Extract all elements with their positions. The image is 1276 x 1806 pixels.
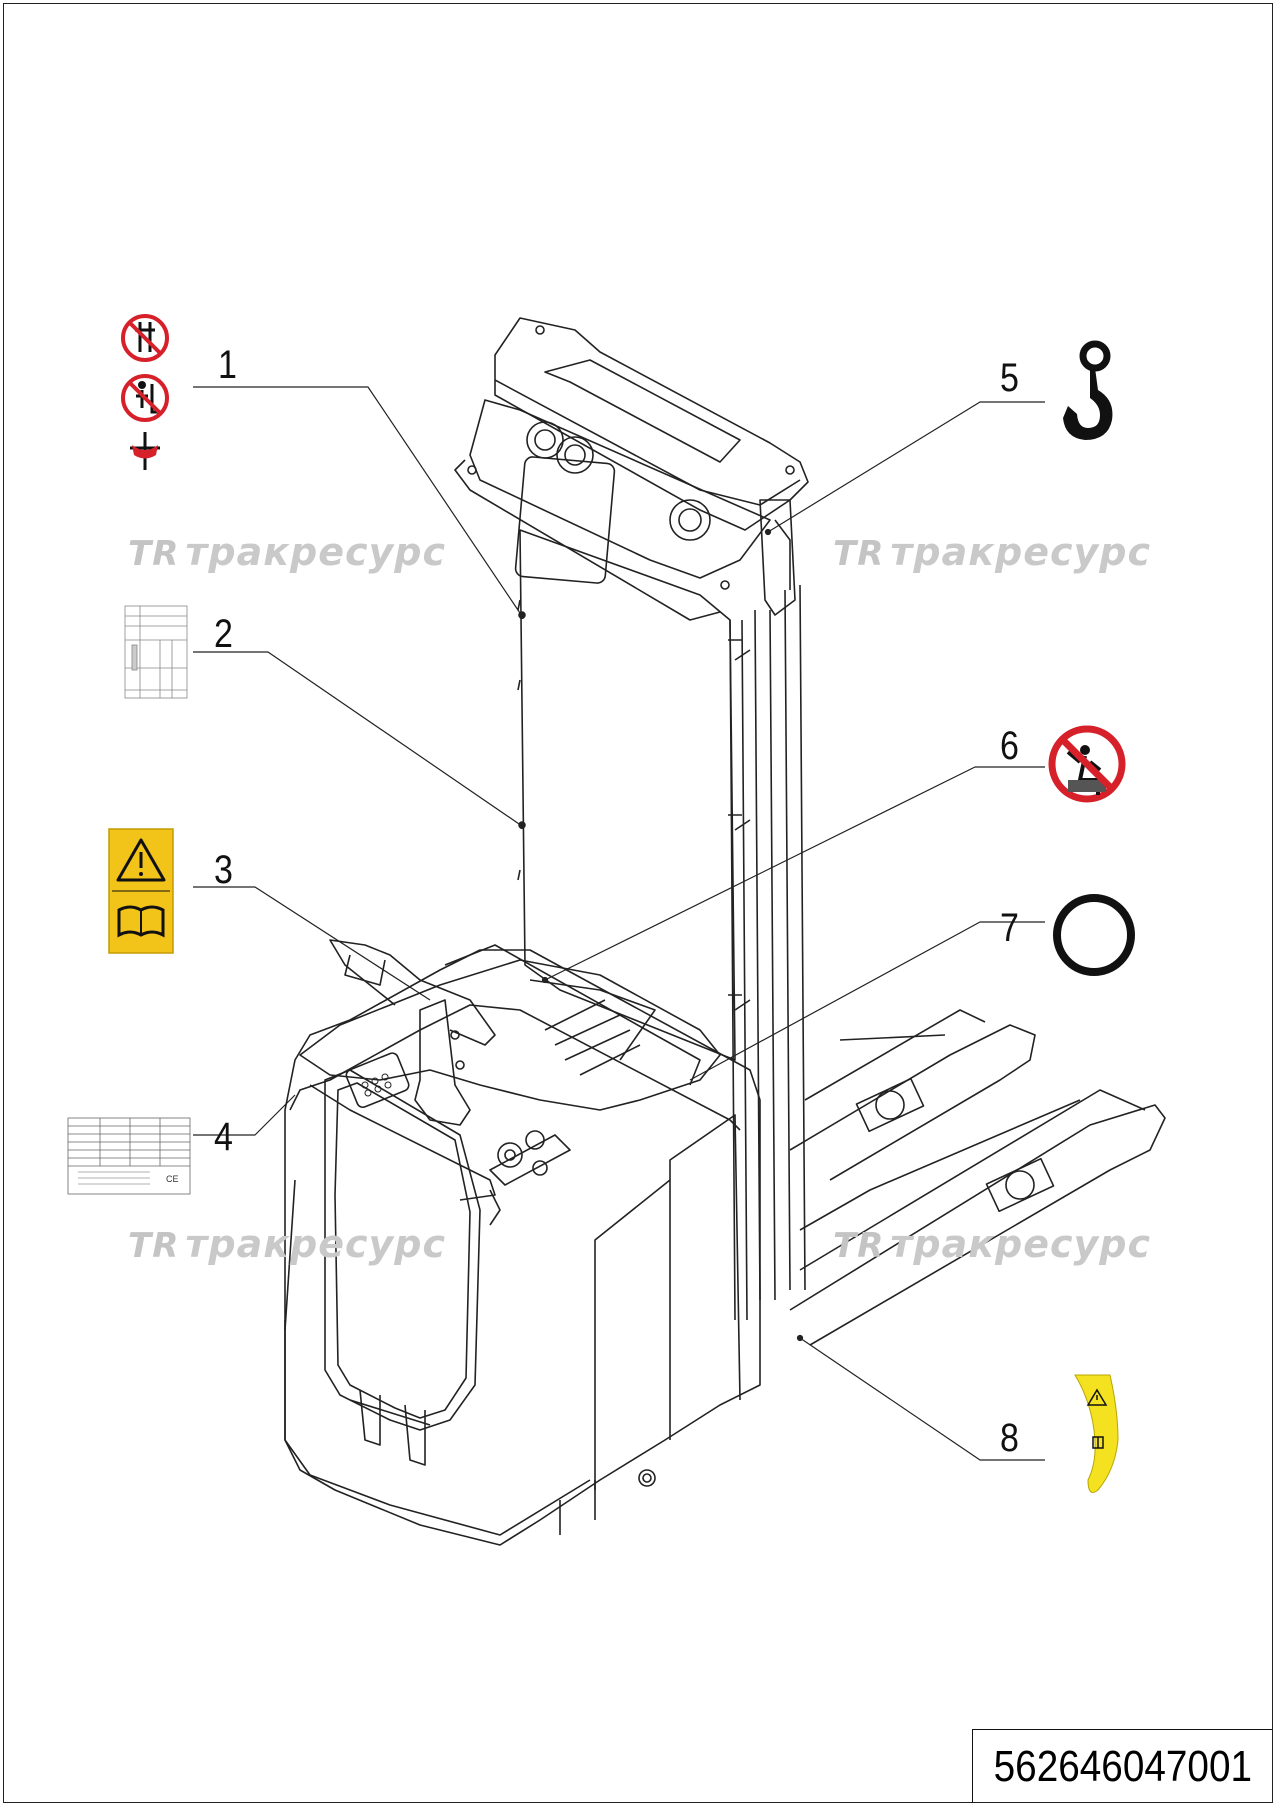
callout-8: 8 <box>1000 1416 1019 1460</box>
load-capacity-chart-label <box>124 605 188 699</box>
top-cover <box>299 939 721 1226</box>
no-riding-icon <box>1048 725 1126 803</box>
leader-lines <box>193 386 1045 1461</box>
callout-7: 7 <box>1000 906 1019 950</box>
callout-6: 6 <box>1000 724 1019 768</box>
watermark-logo: TR <box>128 1226 180 1266</box>
chassis-body <box>284 944 761 1546</box>
watermark-logo: TR <box>128 534 180 574</box>
warning-manual-sticker <box>1074 1374 1119 1493</box>
callout-5: 5 <box>1000 356 1019 400</box>
watermark-logo: TR <box>833 534 885 574</box>
mast-head <box>454 317 809 621</box>
watermark-text: тракресурс <box>890 1222 1152 1266</box>
ring-seal-icon <box>1053 894 1135 976</box>
callout-2: 2 <box>214 612 233 656</box>
watermark-text: тракресурс <box>890 530 1152 574</box>
part-number-box: 562646047001 <box>972 1729 1272 1803</box>
watermark-text: тракресурс <box>185 530 447 574</box>
warning-read-manual-label <box>108 828 174 954</box>
svg-text:CE: CE <box>166 1174 179 1184</box>
watermark-logo: TR <box>833 1226 885 1266</box>
drawing-frame <box>3 3 1273 1803</box>
nameplate-label: CE <box>67 1117 191 1195</box>
backrest-panel <box>517 529 736 1061</box>
callout-4: 4 <box>214 1115 233 1159</box>
lifting-hook-icon <box>1063 340 1113 440</box>
part-number: 562646047001 <box>993 1741 1252 1791</box>
watermark-text: тракресурс <box>185 1222 447 1266</box>
forks <box>789 1009 1166 1346</box>
callout-3: 3 <box>214 848 233 892</box>
no-standing-under-load-icon <box>121 314 169 470</box>
mast-rails <box>728 584 806 1321</box>
callout-1: 1 <box>218 343 237 387</box>
